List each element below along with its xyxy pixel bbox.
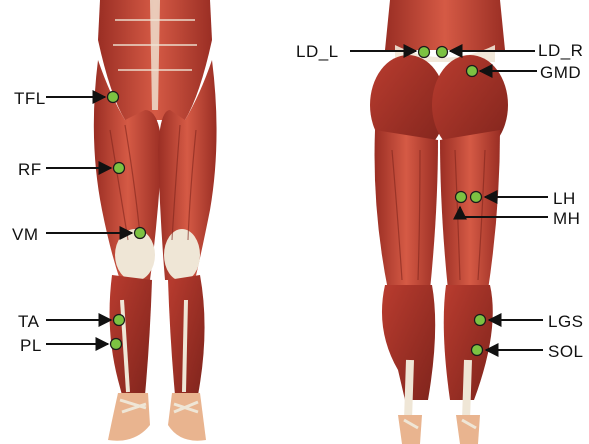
label-gmd: GMD	[540, 63, 581, 82]
label-ld-r: LD_R	[538, 41, 583, 60]
marker-ld-l	[419, 47, 430, 58]
label-pl: PL	[20, 336, 42, 355]
label-mh: MH	[553, 209, 580, 228]
marker-ta	[114, 315, 125, 326]
marker-ld-r	[437, 47, 448, 58]
marker-lh	[471, 192, 482, 203]
annotation-pl: PL	[20, 336, 122, 355]
marker-mh	[456, 192, 467, 203]
label-vm: VM	[12, 225, 39, 244]
label-rf: RF	[18, 160, 42, 179]
marker-vm	[135, 228, 146, 239]
marker-pl	[111, 339, 122, 350]
front-legs-illustration	[94, 0, 217, 441]
marker-gmd	[467, 66, 478, 77]
marker-rf	[114, 163, 125, 174]
marker-tfl	[108, 92, 119, 103]
label-sol: SOL	[548, 342, 584, 361]
marker-sol	[472, 345, 483, 356]
label-lgs: LGS	[548, 312, 584, 331]
label-ta: TA	[18, 312, 40, 331]
label-lh: LH	[553, 189, 576, 208]
label-ld-l: LD_L	[296, 42, 339, 61]
annotation-ta: TA	[18, 312, 125, 331]
label-tfl: TFL	[14, 89, 46, 108]
back-legs-illustration	[370, 0, 508, 444]
marker-lgs	[475, 315, 486, 326]
